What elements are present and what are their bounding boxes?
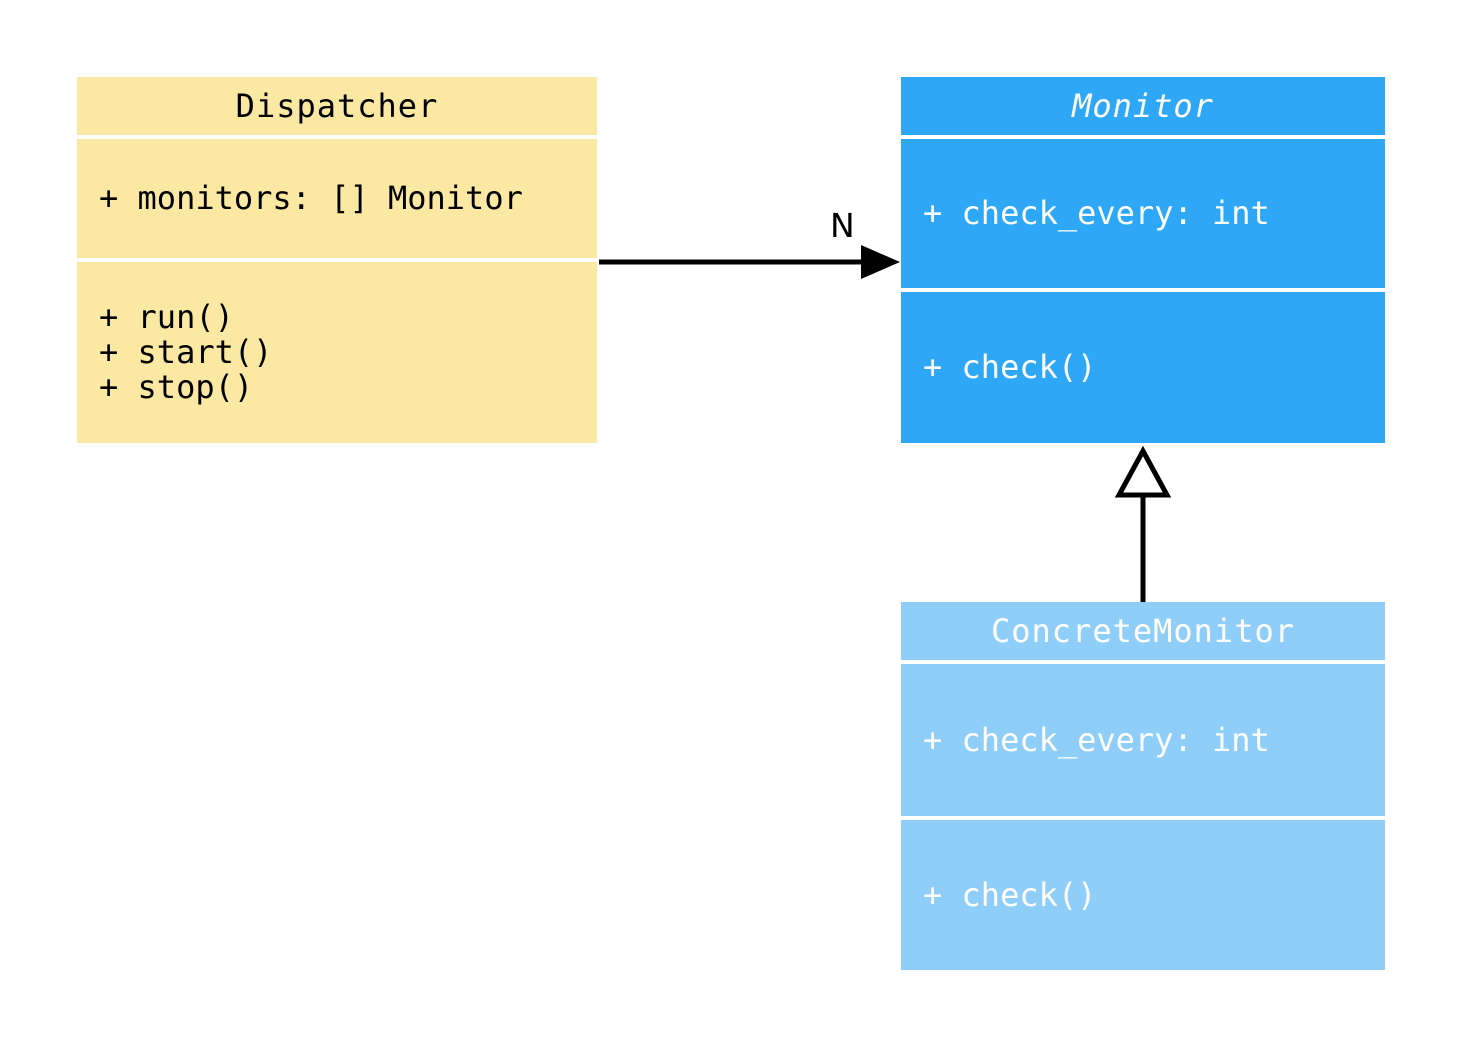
method-row: + run(): [99, 298, 234, 336]
method-row: + check(): [923, 348, 1097, 386]
dispatcher-attributes-section: + monitors: [] Monitor: [77, 139, 597, 258]
class-box-monitor: Monitor + check_every: int + check(): [901, 77, 1385, 443]
monitor-attributes-section: + check_every: int: [901, 139, 1385, 288]
attribute-row: + monitors: [] Monitor: [99, 179, 523, 217]
dispatcher-methods-section: + run() + start() + stop(): [77, 262, 597, 443]
monitor-class-title: Monitor: [901, 77, 1385, 135]
concretemonitor-attributes-section: + check_every: int: [901, 664, 1385, 816]
dispatcher-class-title: Dispatcher: [77, 77, 597, 135]
concretemonitor-methods-section: + check(): [901, 820, 1385, 970]
monitor-methods-section: + check(): [901, 292, 1385, 443]
concretemonitor-class-title: ConcreteMonitor: [901, 602, 1385, 660]
association-arrow: [599, 245, 900, 279]
class-box-concretemonitor: ConcreteMonitor + check_every: int + che…: [901, 602, 1385, 970]
attribute-row: + check_every: int: [923, 720, 1270, 759]
association-multiplicity-label: N: [830, 206, 855, 245]
method-row: + stop(): [99, 368, 254, 406]
method-row: + start(): [99, 333, 273, 371]
attribute-row: + check_every: int: [923, 194, 1270, 232]
generalization-arrow: [1114, 445, 1172, 602]
method-row: + check(): [923, 875, 1097, 914]
class-box-dispatcher: Dispatcher + monitors: [] Monitor + run(…: [77, 77, 597, 443]
